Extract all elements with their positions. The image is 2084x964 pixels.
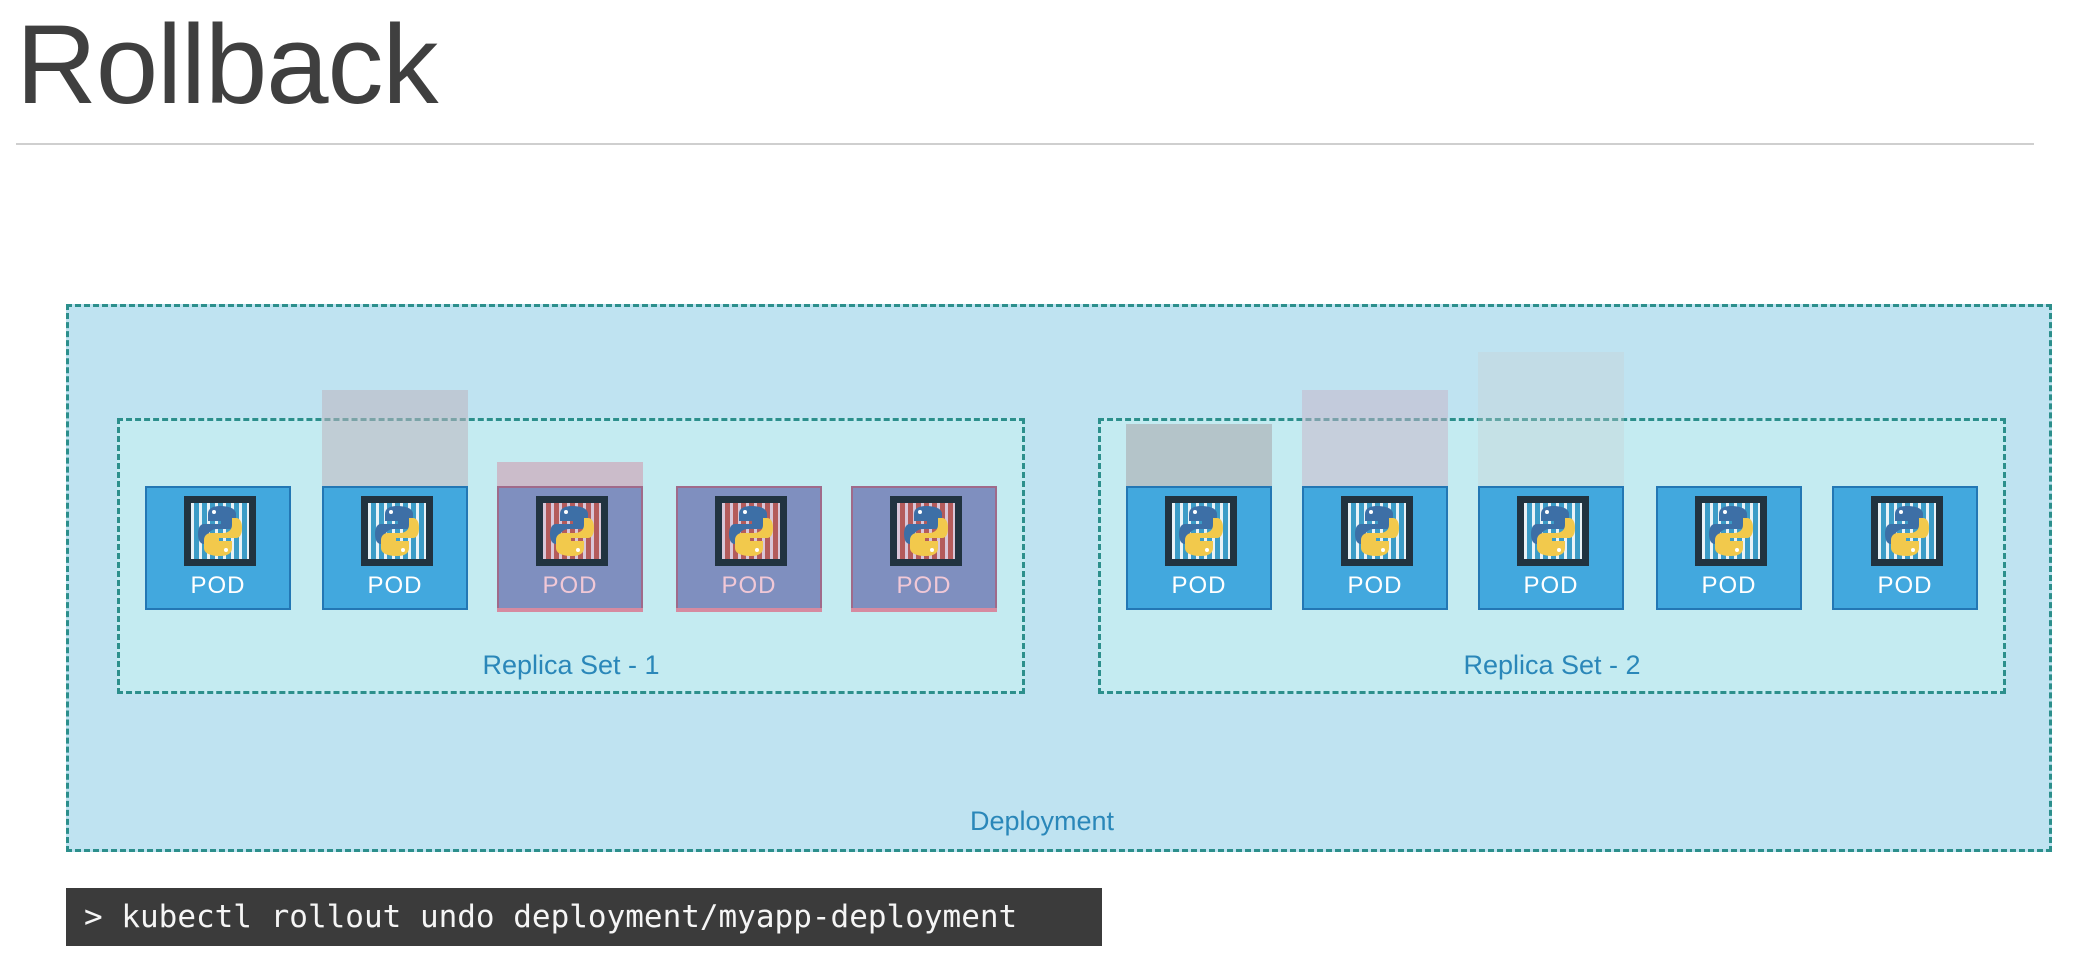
- pod: POD: [322, 486, 468, 610]
- pod-label: POD: [1171, 572, 1227, 599]
- container-icon: [361, 496, 433, 566]
- pod-label: POD: [190, 572, 246, 599]
- container-icon: [1695, 496, 1767, 566]
- pod-label: POD: [367, 572, 423, 599]
- pod-ghost: [1126, 424, 1272, 486]
- pod: POD: [497, 486, 643, 612]
- pod-label: POD: [1347, 572, 1403, 599]
- pod: POD: [1832, 486, 1978, 610]
- pod-ghost: [322, 390, 468, 486]
- pod-label: POD: [721, 572, 777, 599]
- pod-label: POD: [542, 572, 598, 599]
- pod: POD: [145, 486, 291, 610]
- container-icon: [1871, 496, 1943, 566]
- slide-title: Rollback: [16, 2, 439, 127]
- pod-ghost: [497, 462, 643, 486]
- pod: POD: [1126, 486, 1272, 610]
- pod: POD: [851, 486, 997, 612]
- pod: POD: [1478, 486, 1624, 610]
- pod-label: POD: [1877, 572, 1933, 599]
- pod: POD: [676, 486, 822, 612]
- replica-set-2-label: Replica Set - 2: [1463, 650, 1641, 680]
- container-icon: [536, 496, 608, 566]
- pod-label: POD: [896, 572, 952, 599]
- command-line: > kubectl rollout undo deployment/myapp-…: [66, 888, 1102, 946]
- container-icon: [184, 496, 256, 566]
- pod-label: POD: [1523, 572, 1579, 599]
- pod-ghost: [1302, 390, 1448, 486]
- pod: POD: [1302, 486, 1448, 610]
- replica-set-1-label: Replica Set - 1: [482, 650, 660, 680]
- title-divider: [16, 143, 2034, 145]
- container-icon: [715, 496, 787, 566]
- container-icon: [1341, 496, 1413, 566]
- deployment-label: Deployment: [969, 806, 1115, 836]
- pod-ghost: [1478, 352, 1624, 486]
- container-icon: [890, 496, 962, 566]
- pod: POD: [1656, 486, 1802, 610]
- container-icon: [1165, 496, 1237, 566]
- container-icon: [1517, 496, 1589, 566]
- pod-label: POD: [1701, 572, 1757, 599]
